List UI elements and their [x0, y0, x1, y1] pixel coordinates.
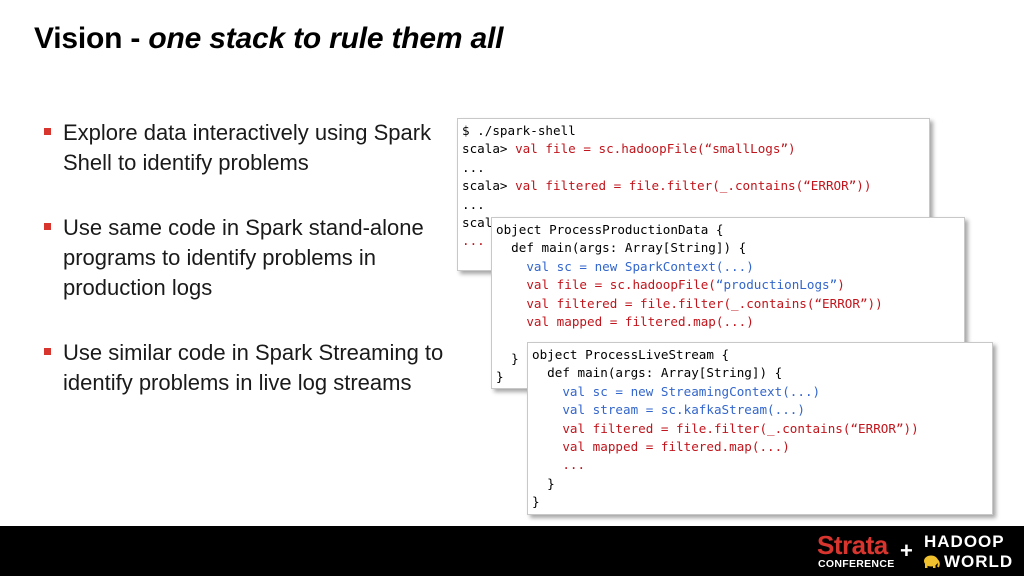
code-segment: val stream = sc.kafkaStream(...) [532, 402, 805, 418]
code-segment: val mapped = filtered.map(...) [532, 439, 790, 455]
code-segment: val filtered = file.filter(_.contains(“E… [515, 178, 872, 194]
bullet-text: Use similar code in Spark Streaming to i… [63, 340, 444, 395]
code-line: val sc = new SparkContext(...) [496, 258, 960, 276]
bullet-square-icon [44, 348, 51, 355]
slide-title: Vision - one stack to rule them all [34, 22, 503, 56]
bullet-list: Explore data interactively using Spark S… [44, 118, 444, 433]
code-segment: ) [837, 277, 845, 293]
code-line: object ProcessProductionData { [496, 221, 960, 239]
code-segment: ... [462, 233, 485, 249]
code-segment: scala> [462, 178, 516, 194]
code-segment: scala> [462, 141, 516, 157]
title-prefix: Vision - [34, 22, 149, 55]
code-segment: val sc = new StreamingContext(...) [532, 383, 821, 399]
world-logo-text: WORLD [944, 552, 1014, 571]
bullet-square-icon [44, 128, 51, 135]
code-line: val sc = new StreamingContext(...) [532, 383, 988, 401]
code-line: } [496, 350, 960, 368]
code-line: $ ./spark-shell [462, 122, 925, 140]
code-segment: } [496, 369, 504, 385]
conference-logo-text: CONFERENCE [818, 558, 895, 570]
code-line: val filtered = file.filter(_.contains(“E… [496, 295, 960, 313]
code-segment: “productionLogs” [715, 277, 838, 293]
code-line: val filtered = file.filter(_.contains(“E… [532, 420, 988, 438]
code-line: } [496, 368, 960, 386]
code-line: } [532, 475, 988, 493]
code-line: } [532, 493, 988, 511]
code-line: scala> val filtered = file.filter(_.cont… [462, 177, 925, 195]
bullet-text: Explore data interactively using Spark S… [63, 120, 432, 175]
bullet-text: Use same code in Spark stand-alone progr… [63, 215, 424, 300]
code-segment: val file = sc.hadoopFile(“smallLogs”) [515, 141, 796, 157]
code-segment: ... [462, 196, 485, 212]
code-segment: val sc = new SparkContext(...) [496, 258, 754, 274]
code-segment: } [532, 494, 540, 510]
code-segment: } [532, 475, 555, 491]
bullet-square-icon [44, 223, 51, 230]
code-segment: object ProcessLiveStream { [532, 347, 730, 362]
bullet-item: Use similar code in Spark Streaming to i… [44, 338, 444, 398]
code-segment: val filtered = file.filter(_.contains(“E… [496, 295, 883, 311]
live-stream-code-box: object ProcessLiveStream { def main(args… [527, 342, 993, 515]
code-segment: def main(args: Array[String]) { [532, 365, 783, 381]
code-line: val stream = sc.kafkaStream(...) [532, 401, 988, 419]
code-line: ... [462, 196, 925, 214]
code-line: object ProcessLiveStream { [532, 346, 988, 364]
code-line: ... [532, 456, 988, 474]
title-emphasis: one stack to rule them all [148, 22, 504, 55]
elephant-icon [924, 555, 940, 568]
code-segment: val file = sc.hadoopFile( [496, 277, 716, 293]
code-line: ... [462, 232, 925, 250]
code-segment: val filtered = file.filter(_.contains(“E… [532, 420, 919, 436]
code-line: ... [462, 159, 925, 177]
strata-logo-text: Strata [817, 530, 888, 560]
code-segment: object ProcessProductionData { [496, 222, 724, 237]
code-line: val file = sc.hadoopFile(“productionLogs… [496, 276, 960, 294]
code-segment: def main(args: Array[String]) { [496, 240, 747, 256]
hadoop-logo-text: HADOOP [924, 532, 1005, 551]
bullet-item: Use same code in Spark stand-alone progr… [44, 213, 444, 303]
code-segment: val mapped = filtered.map(...) [496, 314, 754, 330]
bullet-item: Explore data interactively using Spark S… [44, 118, 444, 178]
code-line: def main(args: Array[String]) { [532, 364, 988, 382]
code-line: val mapped = filtered.map(...) [496, 313, 960, 331]
code-line: scala> val file = sc.hadoopFile(“smallLo… [462, 140, 925, 158]
code-segment: } [496, 350, 519, 366]
code-line: val mapped = filtered.map(...) [532, 438, 988, 456]
code-segment: $ ./spark-shell [462, 123, 576, 138]
plus-sign: + [900, 538, 913, 563]
code-segment: ... [462, 159, 485, 175]
code-line: def main(args: Array[String]) { [496, 239, 960, 257]
footer-bar: Strata CONFERENCE + HADOOP WORLD [0, 526, 1024, 576]
code-segment: ... [532, 457, 586, 473]
